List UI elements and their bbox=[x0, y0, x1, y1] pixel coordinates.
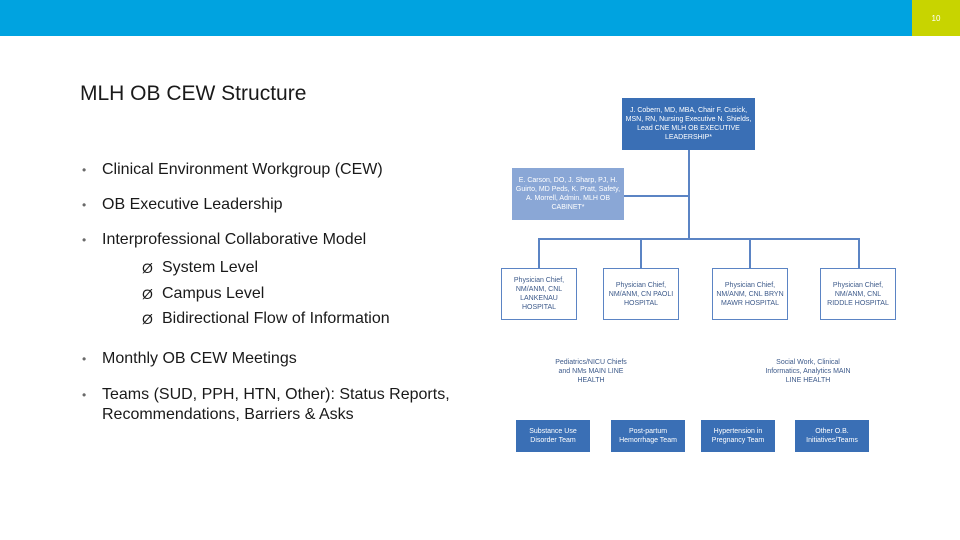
arrow-icon: Ø bbox=[142, 260, 153, 276]
executive-leadership-box: J. Cobern, MD, MBA, Chair F. Cusick, MSN… bbox=[622, 98, 755, 150]
page-number: 10 bbox=[912, 0, 960, 36]
arrow-icon: Ø bbox=[142, 286, 153, 302]
hospital-box-riddle: Physician Chief, NM/ANM, CNL RIDDLE HOSP… bbox=[820, 268, 896, 320]
connector-line bbox=[538, 238, 860, 240]
connector-line bbox=[640, 238, 642, 268]
connector-line bbox=[688, 150, 690, 240]
bullet-text: OB Executive Leadership bbox=[102, 196, 283, 213]
sub-bullet-text: Campus Level bbox=[162, 285, 265, 302]
bullet-text: Clinical Environment Workgroup (CEW) bbox=[102, 161, 383, 178]
team-box-sud: Substance Use Disorder Team bbox=[516, 420, 590, 452]
team-box-pph: Post-partum Hemorrhage Team bbox=[611, 420, 685, 452]
team-box-htn: Hypertension in Pregnancy Team bbox=[701, 420, 775, 452]
sub-bullet-text: Bidirectional Flow of Information bbox=[162, 310, 390, 327]
slide-title: MLH OB CEW Structure bbox=[80, 82, 307, 105]
pediatrics-group: Pediatrics/NICU Chiefs and NMs MAIN LINE… bbox=[555, 358, 627, 384]
bullet-dot: • bbox=[82, 198, 87, 212]
bullet-dot: • bbox=[82, 163, 87, 177]
support-services-group: Social Work, Clinical Informatics, Analy… bbox=[765, 358, 851, 384]
header-bar bbox=[0, 0, 912, 36]
hospital-box-paoli: Physician Chief, NM/ANM, CN PAOLI HOSPIT… bbox=[603, 268, 679, 320]
sub-bullet-text: System Level bbox=[162, 259, 259, 276]
connector-line bbox=[538, 238, 540, 268]
bullet-dot: • bbox=[82, 233, 87, 247]
bullet-text: Teams (SUD, PPH, HTN, Other): Status Rep… bbox=[102, 386, 450, 423]
team-box-other: Other O.B. Initiatives/Teams bbox=[795, 420, 869, 452]
hospital-box-lankenau: Physician Chief, NM/ANM, CNL LANKENAU HO… bbox=[501, 268, 577, 320]
bullet-text: Monthly OB CEW Meetings bbox=[102, 350, 297, 367]
cabinet-box: E. Carson, DO, J. Sharp, PJ, H. Guirto, … bbox=[512, 168, 624, 220]
bullet-dot: • bbox=[82, 388, 87, 402]
hospital-box-bryn-mawr: Physician Chief, NM/ANM, CNL BRYN MAWR H… bbox=[712, 268, 788, 320]
arrow-icon: Ø bbox=[142, 311, 153, 327]
connector-line bbox=[624, 195, 688, 197]
connector-line bbox=[858, 238, 860, 268]
bullet-dot: • bbox=[82, 352, 87, 366]
bullet-text: Interprofessional Collaborative Model bbox=[102, 231, 367, 248]
connector-line bbox=[749, 238, 751, 268]
